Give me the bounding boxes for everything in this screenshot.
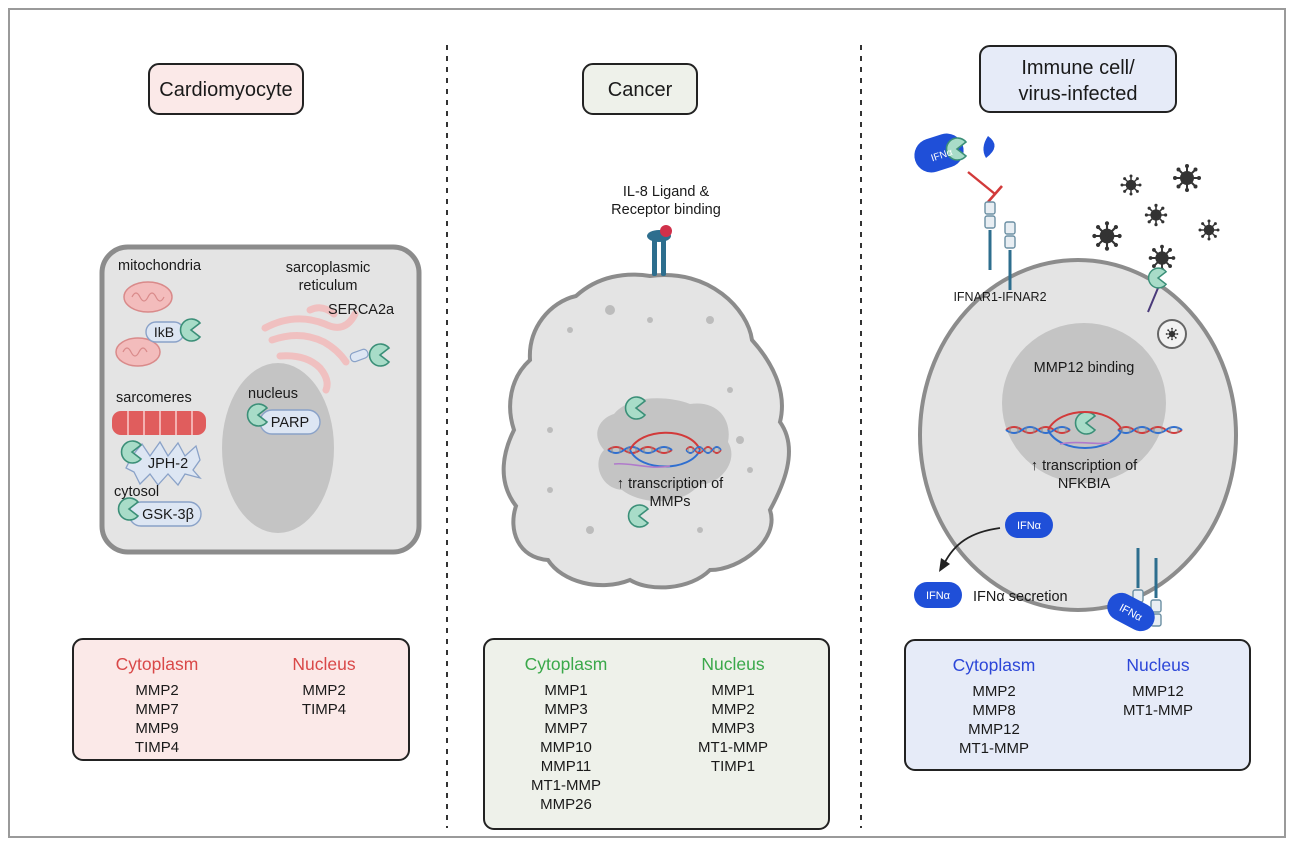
cytoplasm-protein: MMP2 [972, 683, 1015, 700]
cytoplasm-protein: MT1-MMP [959, 740, 1029, 757]
virus-icon [1172, 163, 1202, 193]
cardio-cytoplasm-header: Cytoplasm [116, 654, 199, 674]
gsk-label: GSK-3β [142, 507, 194, 523]
ligand-label-1: IL-8 Ligand & [623, 184, 710, 200]
ifna-label-secreted: IFNα [926, 590, 951, 602]
cytoplasm-protein: TIMP4 [135, 739, 179, 756]
cytoplasm-protein: MMP26 [540, 796, 592, 813]
mitochondria-label: mitochondria [118, 258, 202, 274]
cytoplasm-protein: MMP3 [544, 701, 587, 718]
nucleus-protein: TIMP4 [302, 701, 346, 718]
cytoplasm-protein: MMP8 [972, 702, 1015, 719]
immune-title-2: virus-infected [1019, 83, 1138, 105]
cardiomyocyte-localization-box [72, 638, 410, 761]
cardiomyocyte-nucleus [222, 363, 334, 533]
mitochondrion-icon [115, 337, 161, 367]
cytoplasm-protein: MMP7 [544, 720, 587, 737]
cardiomyocyte-title: Cardiomyocyte [159, 79, 292, 101]
nucleus-label: nucleus [248, 386, 298, 402]
sarcomere-icon [112, 411, 206, 435]
parp-label: PARP [271, 415, 309, 431]
immune-nucleus [1002, 323, 1166, 483]
diagram-canvas: Cardiomyocyte mitochondria IkB sarcoplas… [72, 45, 1251, 830]
ifna-label-inside: IFNα [1017, 520, 1042, 532]
cancer-title: Cancer [608, 79, 673, 101]
secretion-arrowhead [939, 558, 950, 572]
immune-cytoplasm-header: Cytoplasm [953, 655, 1036, 675]
nucleus-protein: TIMP1 [711, 758, 755, 775]
jph2-label: JPH-2 [148, 456, 188, 472]
cancer-cytoplasm-header: Cytoplasm [525, 654, 608, 674]
virus-entry-icon [1147, 267, 1187, 349]
immune-transcription-label-1: ↑ transcription of [1031, 458, 1138, 474]
cardio-nucleus-header: Nucleus [292, 654, 355, 674]
ifnar1-icon [984, 201, 996, 271]
sarcoplasmic-reticulum-icon [261, 304, 359, 394]
mmp12-binding-label: MMP12 binding [1034, 360, 1135, 376]
jph2-icon [125, 440, 202, 487]
dna-replication-bubble [607, 431, 723, 468]
cytosol-label: cytosol [114, 484, 159, 500]
panel-immune: Immune cell/ virus-infected IFNα IFNAR1-… [904, 45, 1251, 771]
cancer-transcription-label-2: MMPs [649, 494, 690, 510]
ifna-protease-complex [914, 133, 995, 173]
cancer-granules [547, 305, 753, 534]
figure-frame: Cardiomyocyte mitochondria IkB sarcoplas… [8, 8, 1286, 838]
ifna-secretion-label: IFNα secretion [973, 589, 1068, 605]
cancer-title-box [582, 63, 698, 115]
nfkbia-dna-bubble [1005, 411, 1183, 449]
nucleus-protein: MT1-MMP [698, 739, 768, 756]
cancer-transcription-label-1: ↑ transcription of [617, 476, 724, 492]
il8-receptor-icon [647, 225, 672, 276]
cytoplasm-protein: MMP7 [135, 701, 178, 718]
receptor-label: IFNAR1-IFNAR2 [953, 290, 1046, 304]
immune-title-box [979, 45, 1177, 113]
secretion-arrow [943, 527, 1001, 565]
nucleus-protein: MMP2 [302, 682, 345, 699]
serca-label: SERCA2a [328, 302, 395, 318]
immune-localization-box [904, 639, 1251, 771]
virus-icon [1147, 243, 1177, 273]
ikb-label: IkB [154, 324, 174, 340]
virus-icon [1144, 203, 1168, 227]
cytoplasm-protein: MMP12 [968, 721, 1020, 738]
inhibition-arrow [967, 171, 1003, 203]
sarcomeres-label: sarcomeres [116, 390, 192, 406]
cytoplasm-protein: MMP2 [135, 682, 178, 699]
immune-title-1: Immune cell/ [1021, 57, 1135, 79]
cardiomyocyte-title-box [148, 63, 304, 115]
cytoplasm-protein: MMP1 [544, 682, 587, 699]
cytoplasm-protein: MMP11 [541, 758, 592, 775]
nucleus-protein: MMP12 [1132, 683, 1184, 700]
virus-icon [1091, 220, 1123, 252]
virus-icon [1197, 218, 1221, 242]
cancer-nucleus [597, 398, 732, 502]
panel-cardiomyocyte: Cardiomyocyte mitochondria IkB sarcoplas… [72, 63, 422, 761]
serca-pill [349, 348, 369, 363]
nucleus-protein: MMP1 [711, 682, 754, 699]
cytoplasm-protein: MMP9 [135, 720, 178, 737]
immune-nucleus-header: Nucleus [1126, 655, 1189, 675]
ligand-label-2: Receptor binding [611, 202, 721, 218]
mitochondrion-icon [123, 281, 173, 313]
virus-icon [1119, 173, 1143, 197]
cytoplasm-protein: MMP10 [540, 739, 592, 756]
receptor-with-ifna [1107, 547, 1162, 632]
sarcoplasmic-label: sarcoplasmic [286, 260, 371, 276]
cancer-localization-box [483, 638, 830, 830]
reticulum-label: reticulum [299, 278, 358, 294]
nucleus-protein: MT1-MMP [1123, 702, 1193, 719]
panel-cancer: Cancer IL-8 Ligand & Receptor binding ↑ … [483, 63, 830, 830]
immune-transcription-label-2: NFKBIA [1058, 476, 1111, 492]
cancer-nucleus-header: Nucleus [701, 654, 764, 674]
nucleus-protein: MMP3 [711, 720, 754, 737]
nucleus-protein: MMP2 [711, 701, 754, 718]
cytoplasm-protein: MT1-MMP [531, 777, 601, 794]
